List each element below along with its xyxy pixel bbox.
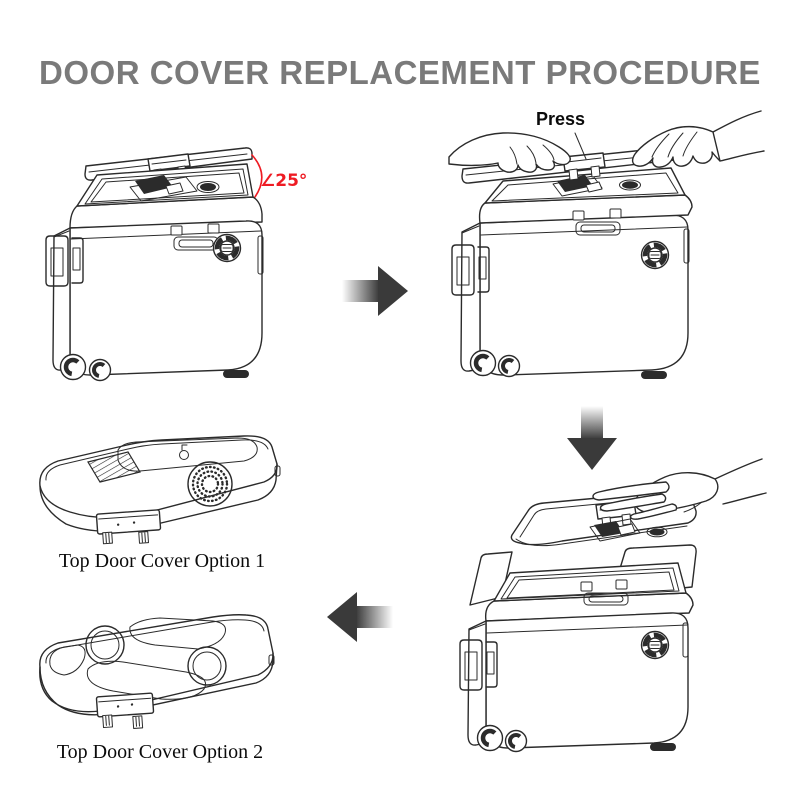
vent-knob-icon — [640, 630, 670, 660]
page-title: DOOR COVER REPLACEMENT PROCEDURE — [39, 54, 761, 91]
vent-knob-icon — [212, 233, 242, 263]
left-hand — [448, 132, 571, 173]
wheels — [59, 353, 249, 382]
right-hand — [631, 110, 765, 168]
press-pointer-line — [574, 132, 587, 160]
vent-knob-icon — [640, 240, 670, 270]
angle-arc — [251, 154, 263, 198]
press-lid-illustration — [448, 110, 765, 379]
top-opening — [76, 163, 254, 207]
cooler-body — [460, 214, 689, 376]
remove-cover-illustration — [459, 458, 767, 753]
hinge-bracket — [95, 692, 155, 729]
collar-band — [478, 194, 693, 224]
door-cover-option2-illustration — [39, 614, 275, 729]
top-opening — [484, 167, 686, 204]
side-handle — [459, 639, 498, 691]
side-handle — [45, 235, 84, 287]
option2-label: Top Door Cover Option 2 — [56, 741, 264, 763]
arrow-down-icon — [567, 406, 617, 470]
press-annotation: Press — [536, 109, 586, 129]
edge-tab — [268, 654, 275, 666]
tray-left — [49, 644, 86, 676]
fan-grille — [187, 461, 233, 507]
tray-upper — [129, 617, 226, 650]
open-lid — [84, 147, 253, 181]
cooler-lid-open-illustration — [45, 147, 264, 382]
front-latch-area — [572, 208, 690, 264]
keyhole — [179, 444, 189, 460]
arrow-left-icon — [327, 592, 393, 642]
tray-lower — [86, 660, 206, 700]
collar-band — [69, 196, 263, 229]
door-cover-option1-illustration — [39, 435, 281, 545]
arrow-right-icon — [342, 266, 408, 316]
edge-tab — [274, 465, 281, 477]
holding-hand — [592, 458, 767, 520]
recess-outline — [117, 437, 258, 472]
angle-annotation: ∠25° — [260, 171, 308, 191]
hinge-bracket — [95, 509, 162, 545]
option1-label: Top Door Cover Option 1 — [58, 550, 266, 572]
wheels — [469, 349, 667, 379]
cup-holder-left — [85, 625, 125, 665]
cooler-body — [52, 220, 264, 376]
vent-hatch — [87, 451, 141, 483]
side-handle — [451, 244, 490, 296]
cooler-body — [467, 544, 697, 749]
wheels — [476, 724, 676, 753]
